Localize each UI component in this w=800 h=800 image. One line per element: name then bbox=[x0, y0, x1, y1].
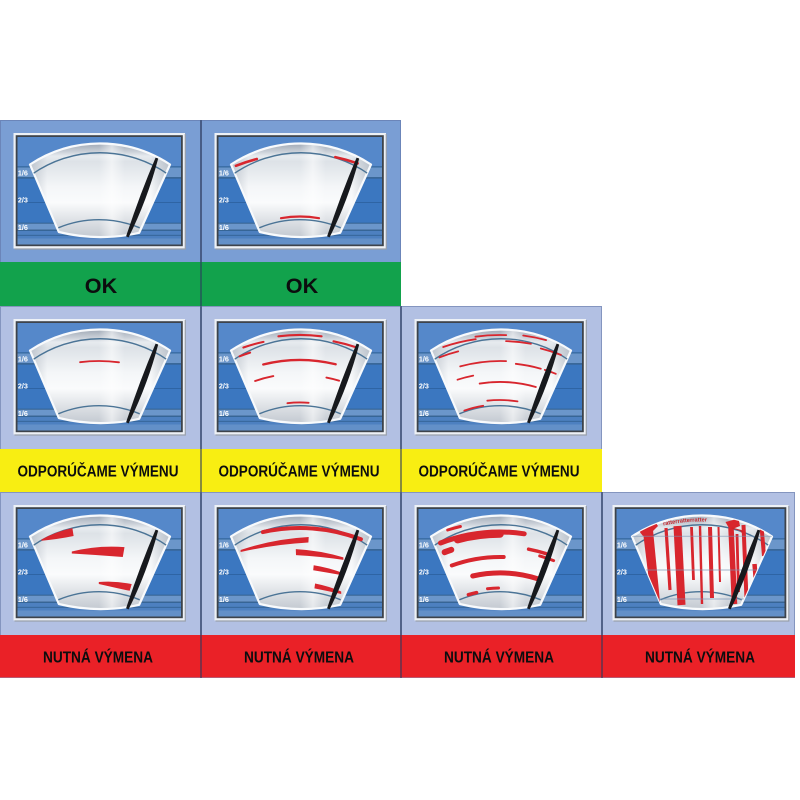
svg-text:2/3: 2/3 bbox=[617, 568, 627, 577]
svg-text:1/6: 1/6 bbox=[219, 223, 229, 232]
svg-text:ODPORÚČAME VÝMENU: ODPORÚČAME VÝMENU bbox=[219, 463, 380, 481]
svg-text:1/6: 1/6 bbox=[18, 223, 28, 232]
svg-text:2/3: 2/3 bbox=[219, 568, 229, 577]
svg-text:NUTNÁ VÝMENA: NUTNÁ VÝMENA bbox=[444, 648, 554, 667]
svg-text:1/6: 1/6 bbox=[617, 595, 627, 604]
svg-text:2/3: 2/3 bbox=[219, 382, 229, 391]
svg-text:2/3: 2/3 bbox=[18, 382, 28, 391]
svg-text:OK: OK bbox=[85, 273, 118, 298]
svg-text:1/6: 1/6 bbox=[219, 409, 229, 418]
svg-text:1/6: 1/6 bbox=[18, 409, 28, 418]
svg-text:1/6: 1/6 bbox=[219, 168, 229, 177]
svg-text:NUTNÁ VÝMENA: NUTNÁ VÝMENA bbox=[244, 648, 354, 667]
svg-text:2/3: 2/3 bbox=[219, 196, 229, 205]
svg-text:1/6: 1/6 bbox=[419, 595, 429, 604]
svg-text:ODPORÚČAME VÝMENU: ODPORÚČAME VÝMENU bbox=[18, 463, 179, 481]
svg-text:2/3: 2/3 bbox=[18, 196, 28, 205]
svg-text:1/6: 1/6 bbox=[419, 354, 429, 363]
svg-text:ODPORÚČAME VÝMENU: ODPORÚČAME VÝMENU bbox=[419, 463, 580, 481]
svg-text:NUTNÁ VÝMENA: NUTNÁ VÝMENA bbox=[645, 648, 755, 667]
svg-text:1/6: 1/6 bbox=[18, 540, 28, 549]
svg-text:1/6: 1/6 bbox=[617, 540, 627, 549]
svg-text:1/6: 1/6 bbox=[219, 595, 229, 604]
svg-text:1/6: 1/6 bbox=[419, 409, 429, 418]
svg-text:1/6: 1/6 bbox=[18, 595, 28, 604]
svg-text:2/3: 2/3 bbox=[419, 568, 429, 577]
svg-text:1/6: 1/6 bbox=[18, 354, 28, 363]
svg-text:1/6: 1/6 bbox=[18, 168, 28, 177]
svg-text:NUTNÁ VÝMENA: NUTNÁ VÝMENA bbox=[43, 648, 153, 667]
svg-text:1/6: 1/6 bbox=[219, 354, 229, 363]
svg-text:ratterratterratter: ratterratterratter bbox=[663, 518, 708, 528]
svg-text:1/6: 1/6 bbox=[219, 540, 229, 549]
svg-text:2/3: 2/3 bbox=[419, 382, 429, 391]
svg-text:2/3: 2/3 bbox=[18, 568, 28, 577]
svg-text:1/6: 1/6 bbox=[419, 540, 429, 549]
svg-text:OK: OK bbox=[286, 273, 319, 298]
